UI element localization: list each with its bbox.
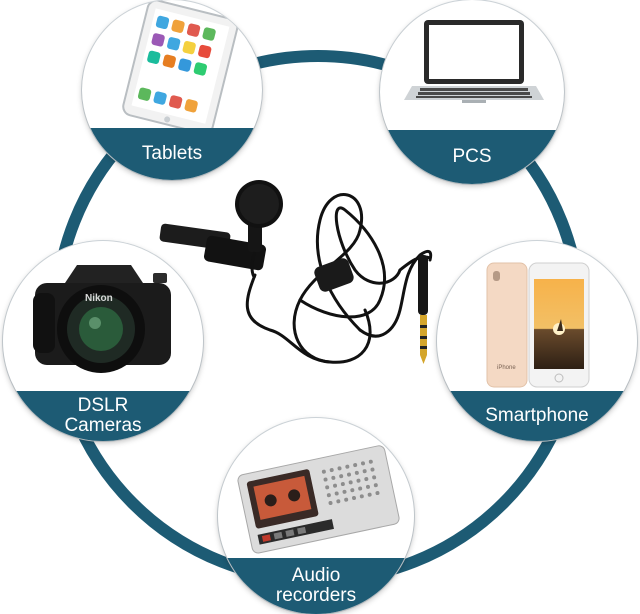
device-label-audio: Audio recorders (275, 565, 357, 606)
device-label-band-pcs: PCS (380, 130, 564, 184)
device-label-band-dslr: DSLR Cameras (3, 391, 203, 441)
cassette-recorder-icon (237, 445, 400, 554)
device-label-band-smartphone: Smartphone (437, 391, 637, 441)
device-label-dslr: DSLR Cameras (64, 395, 142, 436)
device-label-band-tablets: Tablets (82, 128, 262, 180)
device-label-pcs: PCS (452, 146, 492, 167)
tablet-icon (122, 0, 239, 135)
device-node-pcs: PCS (380, 0, 564, 184)
smartphone-icon: iPhone (486, 262, 590, 388)
dslr-camera-icon: Nikon (33, 265, 171, 373)
svg-text:Nikon: Nikon (85, 293, 113, 304)
svg-text:iPhone: iPhone (497, 365, 516, 371)
device-label-band-audio: Audio recorders (218, 558, 414, 614)
device-node-dslr: Nikon DSLR Cameras (3, 241, 203, 441)
device-node-smartphone: iPhone Smartphone (437, 241, 637, 441)
device-node-audio: Audio recorders (218, 418, 414, 614)
device-label-tablets: Tablets (141, 143, 203, 164)
device-node-tablets: Tablets (82, 0, 262, 180)
laptop-icon (404, 20, 544, 103)
device-label-smartphone: Smartphone (485, 405, 589, 426)
